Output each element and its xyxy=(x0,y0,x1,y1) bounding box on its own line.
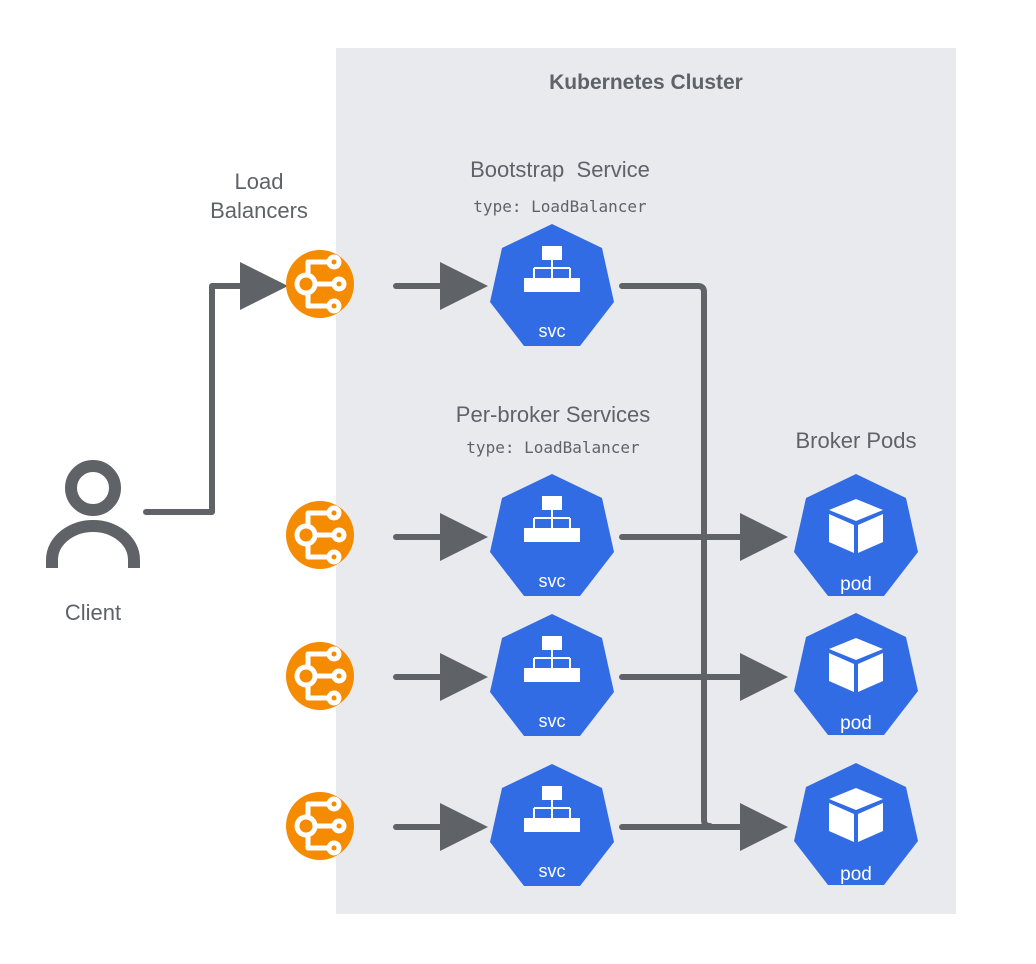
bootstrap-service-type: type: LoadBalancer xyxy=(473,197,647,216)
person-icon xyxy=(46,460,140,568)
svc-label: svc xyxy=(539,321,566,341)
load-balancer-icon xyxy=(286,250,354,318)
per-broker-services-title: Per-broker Services xyxy=(456,402,650,427)
bootstrap-service-node: svc xyxy=(489,223,615,347)
client-to-bootstrap-lb-arrow xyxy=(143,262,288,515)
svc-label: svc xyxy=(539,861,566,881)
load-balancer-icon xyxy=(286,792,354,860)
cluster-title: Kubernetes Cluster xyxy=(549,71,743,94)
bootstrap-service-title: Bootstrap Service xyxy=(470,157,650,182)
load-balancers-label-line1: Load xyxy=(235,169,284,194)
pod-label: pod xyxy=(840,713,872,734)
broker-pods-title: Broker Pods xyxy=(795,428,916,453)
svc-label: svc xyxy=(539,571,566,591)
broker-pod-1: pod xyxy=(794,474,918,596)
client-label: Client xyxy=(65,600,121,625)
load-balancers-label-line2: Balancers xyxy=(210,198,308,223)
svc-label: svc xyxy=(539,711,566,731)
broker-service-node-2: svc xyxy=(489,613,615,737)
load-balancer-icon xyxy=(286,642,354,710)
load-balancer-icon xyxy=(286,501,354,569)
broker-pod-3: pod xyxy=(794,763,918,885)
broker-service-node-1: svc xyxy=(489,473,615,597)
connectors xyxy=(143,262,788,851)
pod-label: pod xyxy=(840,864,872,885)
broker-service-node-3: svc xyxy=(489,763,615,887)
pod-label: pod xyxy=(840,574,872,595)
broker-pod-2: pod xyxy=(794,613,918,735)
per-broker-services-type: type: LoadBalancer xyxy=(466,438,640,457)
